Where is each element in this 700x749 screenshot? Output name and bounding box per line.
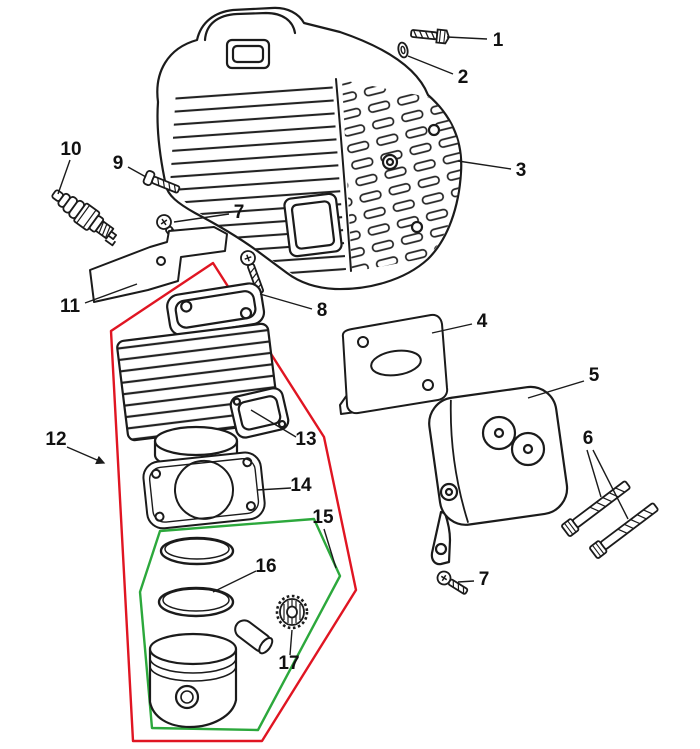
leader-14 xyxy=(256,487,292,491)
callout-13: 13 xyxy=(295,429,316,450)
leader-16 xyxy=(212,570,257,593)
exhaust-flange xyxy=(229,387,290,439)
callout-15: 15 xyxy=(312,507,334,528)
bolt-part-6a xyxy=(561,480,631,537)
callout-11: 11 xyxy=(60,296,81,317)
screw-part-8 xyxy=(240,250,264,295)
cover-boss-1 xyxy=(381,153,399,171)
leader-6b xyxy=(592,449,629,520)
piston xyxy=(148,632,238,729)
cover-handle xyxy=(203,11,297,42)
leader-lines xyxy=(57,36,629,656)
callout-17: 17 xyxy=(278,653,299,674)
callout-16: 16 xyxy=(255,556,276,577)
leader-12 xyxy=(66,446,106,465)
leader-8 xyxy=(259,293,313,310)
cover-gasket-part-11 xyxy=(89,226,228,303)
leader-9 xyxy=(127,166,147,178)
callout-14: 14 xyxy=(290,475,312,496)
needle-bearing-part-17 xyxy=(275,594,309,630)
cover-seam xyxy=(335,78,352,272)
screw-part-1 xyxy=(410,28,450,45)
leader-1 xyxy=(446,36,488,40)
leader-15 xyxy=(323,528,337,569)
callout-12: 12 xyxy=(45,429,66,450)
piston-rings-part-16 xyxy=(157,536,235,618)
leader-13 xyxy=(250,409,297,438)
muffler-gasket-part-4 xyxy=(339,313,449,415)
callout-6: 6 xyxy=(583,428,594,449)
cover-boss-3 xyxy=(410,220,424,234)
leader-7-bottom xyxy=(457,580,475,583)
leader-4 xyxy=(431,323,473,334)
leader-2 xyxy=(407,55,454,75)
screw-part-9 xyxy=(142,170,181,194)
bolt-part-6b xyxy=(589,502,659,559)
piston-kit-highlight xyxy=(138,517,342,732)
cylinder-spigot xyxy=(153,425,239,457)
cover-boss-2 xyxy=(427,123,441,137)
callout-8: 8 xyxy=(317,300,328,321)
callout-1: 1 xyxy=(493,30,504,51)
callout-labels: 1 2 3 4 5 6 7 8 9 10 11 12 13 14 15 16 1… xyxy=(45,30,599,674)
muffler-part-5 xyxy=(428,385,569,566)
leader-3 xyxy=(457,160,512,170)
cylinder-group-highlight xyxy=(109,261,358,743)
top-cover-part-3 xyxy=(156,6,463,291)
leader-7-top xyxy=(173,213,230,223)
callout-2: 2 xyxy=(458,67,469,88)
wrist-pin-boss xyxy=(174,684,200,710)
cylinder-top-plate xyxy=(166,282,266,337)
leader-11 xyxy=(84,283,138,304)
leader-17 xyxy=(289,629,293,656)
leader-10 xyxy=(57,159,71,195)
wrist-pin xyxy=(234,619,274,655)
muffler-bracket-hole xyxy=(434,542,448,556)
washer-part-2 xyxy=(397,41,409,59)
leader-5 xyxy=(527,380,585,399)
cover-boss-1-hole xyxy=(385,157,395,167)
callout-7-top: 7 xyxy=(234,202,245,223)
leader-6a xyxy=(586,449,602,498)
callout-4: 4 xyxy=(477,311,488,332)
base-gasket-part-14 xyxy=(142,451,266,530)
callout-10: 10 xyxy=(60,139,81,160)
callout-7-bottom: 7 xyxy=(479,569,490,590)
screw-part-7-bottom xyxy=(436,570,469,595)
cover-latch-inner xyxy=(231,44,265,64)
callout-5: 5 xyxy=(589,365,600,386)
cylinder-part-13 xyxy=(116,282,290,471)
callout-9: 9 xyxy=(113,153,124,174)
spark-plug-part-10 xyxy=(51,189,118,247)
muffler-bracket xyxy=(430,510,452,566)
callout-3: 3 xyxy=(516,160,527,181)
cover-mount-window-inner xyxy=(290,200,336,250)
cover-mount-window xyxy=(283,192,343,258)
